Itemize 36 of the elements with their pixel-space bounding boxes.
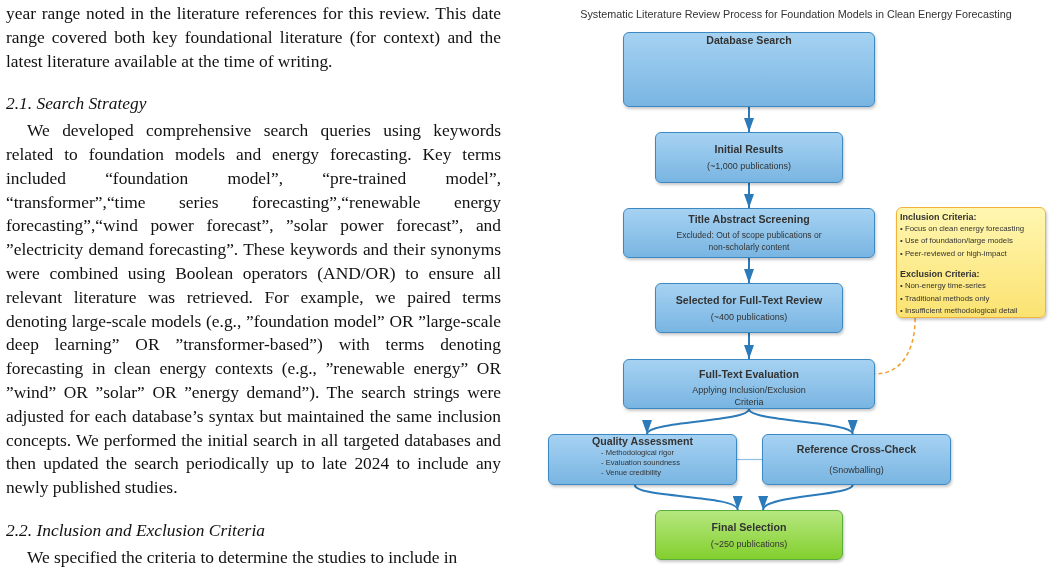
step-title: Reference Cross-Check <box>796 443 917 456</box>
step-title: Initial Results <box>714 143 784 156</box>
step-detail: (~1,000 publications) <box>707 160 791 172</box>
process-box <box>623 359 875 409</box>
process-box <box>548 434 737 485</box>
diagram-title: Systematic Literature Review Process for Foundation Models in Clean Energy Forecasting <box>580 8 1012 20</box>
step-detail: (~250 publications) <box>710 537 788 550</box>
body-paragraph: year range noted in the literature references for this review. This date range covered both key foundational literature (for context) and the latest literature available at the time of writing. <box>6 2 501 73</box>
step-title: Final Selection <box>711 520 787 534</box>
step-detail: Excluded: Out of scope publications or non-scholarly content <box>675 229 823 253</box>
criteria-heading: Inclusion Criteria: <box>900 211 977 223</box>
process-box <box>762 434 951 485</box>
body-paragraph: We specified the criteria to determine the studies to include in <box>26 545 459 569</box>
section-heading: 2.2. Inclusion and Exclusion Criteria <box>6 518 265 542</box>
arrow <box>744 106 754 133</box>
body-paragraph: We developed comprehensive search queries using keywords related to foundation models and energy forecasting. Key terms included “foundation model”, “pre-trained model”, “transformer”,“time series forecasting”,“renewable energy forecasting”,“wind power forecast”, ”solar power forecast”, and ”electricity demand forecasting”. These keywords and their synonyms were combined using Boolean operators (AND/OR) to ensure all relevant literature was retrieved. For example, we paired terms denoting large-scale models (e.g., ”foundation model” OR ”large-scale deep learning” OR ”transformer-based”) with terms denoting forecasting in clean energy contexts (e.g., ”renewable energy” OR ”wind” OR ”solar” OR ”energy demand”). The search strings were adjusted for each database’s syntax but maintained the same inclusion concepts. We performed the initial search in all targeted databases and then updated the search periodically up to late 2024 to include any newly published studies. <box>6 119 501 500</box>
step-detail: (Snowballing) <box>829 464 884 476</box>
step-title: Selected for Full-Text Review <box>675 293 823 307</box>
arrow <box>744 257 754 284</box>
step-title: Quality Assessment <box>592 435 693 448</box>
connector-line <box>736 458 763 461</box>
final-selection-box <box>655 510 843 560</box>
process-box <box>623 208 875 258</box>
criteria-heading: Exclusion Criteria: <box>900 268 980 281</box>
process-box <box>623 32 875 107</box>
step-detail: (~400 publications) <box>710 310 788 323</box>
step-title: Title Abstract Screening <box>688 213 810 226</box>
arrow <box>744 332 754 360</box>
process-box <box>655 132 843 183</box>
arrow <box>744 182 754 209</box>
step-title: Database Search <box>706 34 792 47</box>
process-box <box>655 283 843 333</box>
step-detail: Applying Inclusion/Exclusion Criteria <box>691 384 807 408</box>
section-heading: 2.1. Search Strategy <box>6 92 147 116</box>
step-title: Full-Text Evaluation <box>699 368 799 381</box>
criteria-note <box>896 207 1046 318</box>
